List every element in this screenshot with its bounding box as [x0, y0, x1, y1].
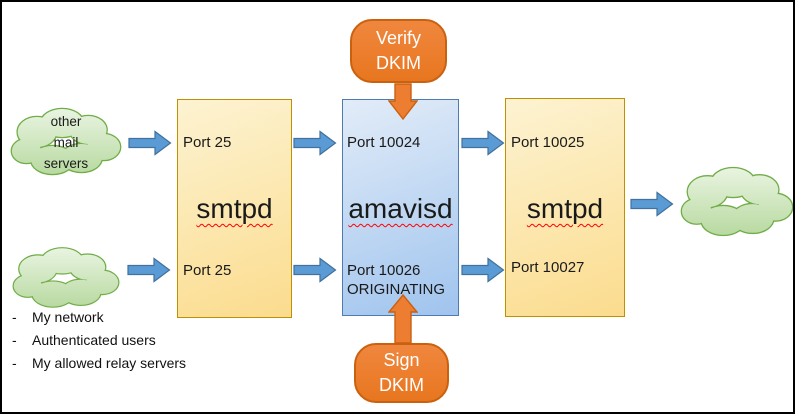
arrow-amavisd-to-smtpd-bottom-icon	[461, 257, 505, 283]
cloud-label-line: other	[50, 113, 82, 129]
box-title-text: smtpd	[526, 193, 604, 224]
cloud-icon	[680, 166, 793, 237]
note-my-network: My network	[32, 308, 104, 325]
arrow-up-sign-dkim-icon	[388, 294, 418, 344]
cloud-label-line: servers	[43, 155, 89, 171]
list-bullet: -	[12, 308, 17, 325]
cloud-icon	[10, 107, 122, 176]
list-item: - My allowed relay servers	[10, 351, 186, 374]
box-title-text: smtpd	[196, 193, 273, 224]
arrow-down-verify-dkim-icon	[388, 83, 418, 120]
arrow-cloud-to-smtpd-bottom-icon	[127, 257, 171, 283]
cloud-local-network	[10, 242, 122, 312]
port-label-smtpd-left-top: Port 25	[183, 134, 232, 151]
port-label-smtpd-right-bottom: Port 10027	[511, 259, 585, 276]
arrow-smtpd-to-internet-icon	[630, 191, 674, 217]
network-notes-list: - My network - Authenticated users - My …	[10, 305, 186, 374]
box-title-smtpd-right: smtpd	[505, 192, 625, 226]
verify-dkim-badge: Verify DKIM	[350, 19, 447, 83]
arrow-amavisd-to-smtpd-top-icon	[461, 130, 505, 156]
port-label-amavisd-bottom: Port 10026	[347, 262, 421, 279]
verify-dkim-line1: Verify	[375, 28, 422, 48]
list-item: - Authenticated users	[10, 328, 186, 351]
sign-dkim-line1: Sign	[383, 350, 420, 370]
box-title-smtpd-left: smtpd	[177, 192, 292, 226]
port-label-amavisd-top: Port 10024	[347, 134, 421, 151]
port-label-smtpd-right-top: Port 10025	[511, 134, 585, 151]
arrow-smtpd-to-amavisd-bottom-icon	[293, 257, 337, 283]
verify-dkim-line2: DKIM	[376, 53, 421, 73]
cloud-other-mail-servers: other mail servers	[8, 102, 124, 180]
box-title-text: amavisd	[348, 193, 453, 224]
list-item: - My network	[10, 305, 186, 328]
box-smtpd-left	[177, 99, 292, 318]
box-title-amavisd: amavisd	[342, 192, 459, 226]
note-authenticated-users: Authenticated users	[32, 331, 156, 348]
sign-dkim-line2: DKIM	[379, 375, 424, 395]
port-label-amavisd-originating: ORIGINATING	[347, 281, 446, 298]
cloud-outbound-internet	[678, 161, 793, 241]
box-amavisd	[342, 99, 459, 316]
arrow-smtpd-to-amavisd-top-icon	[293, 130, 337, 156]
cloud-icon	[12, 247, 120, 308]
sign-dkim-badge: Sign DKIM	[354, 343, 449, 403]
note-allowed-relay-servers: My allowed relay servers	[32, 354, 187, 371]
port-label-smtpd-left-bottom: Port 25	[183, 262, 232, 279]
list-bullet: -	[12, 331, 17, 348]
arrow-cloud-to-smtpd-top-icon	[128, 130, 172, 156]
cloud-label-other-mail-servers: other mail servers	[8, 102, 124, 180]
box-smtpd-right	[505, 98, 625, 317]
cloud-label-line: mail	[53, 134, 79, 150]
list-bullet: -	[12, 354, 17, 371]
